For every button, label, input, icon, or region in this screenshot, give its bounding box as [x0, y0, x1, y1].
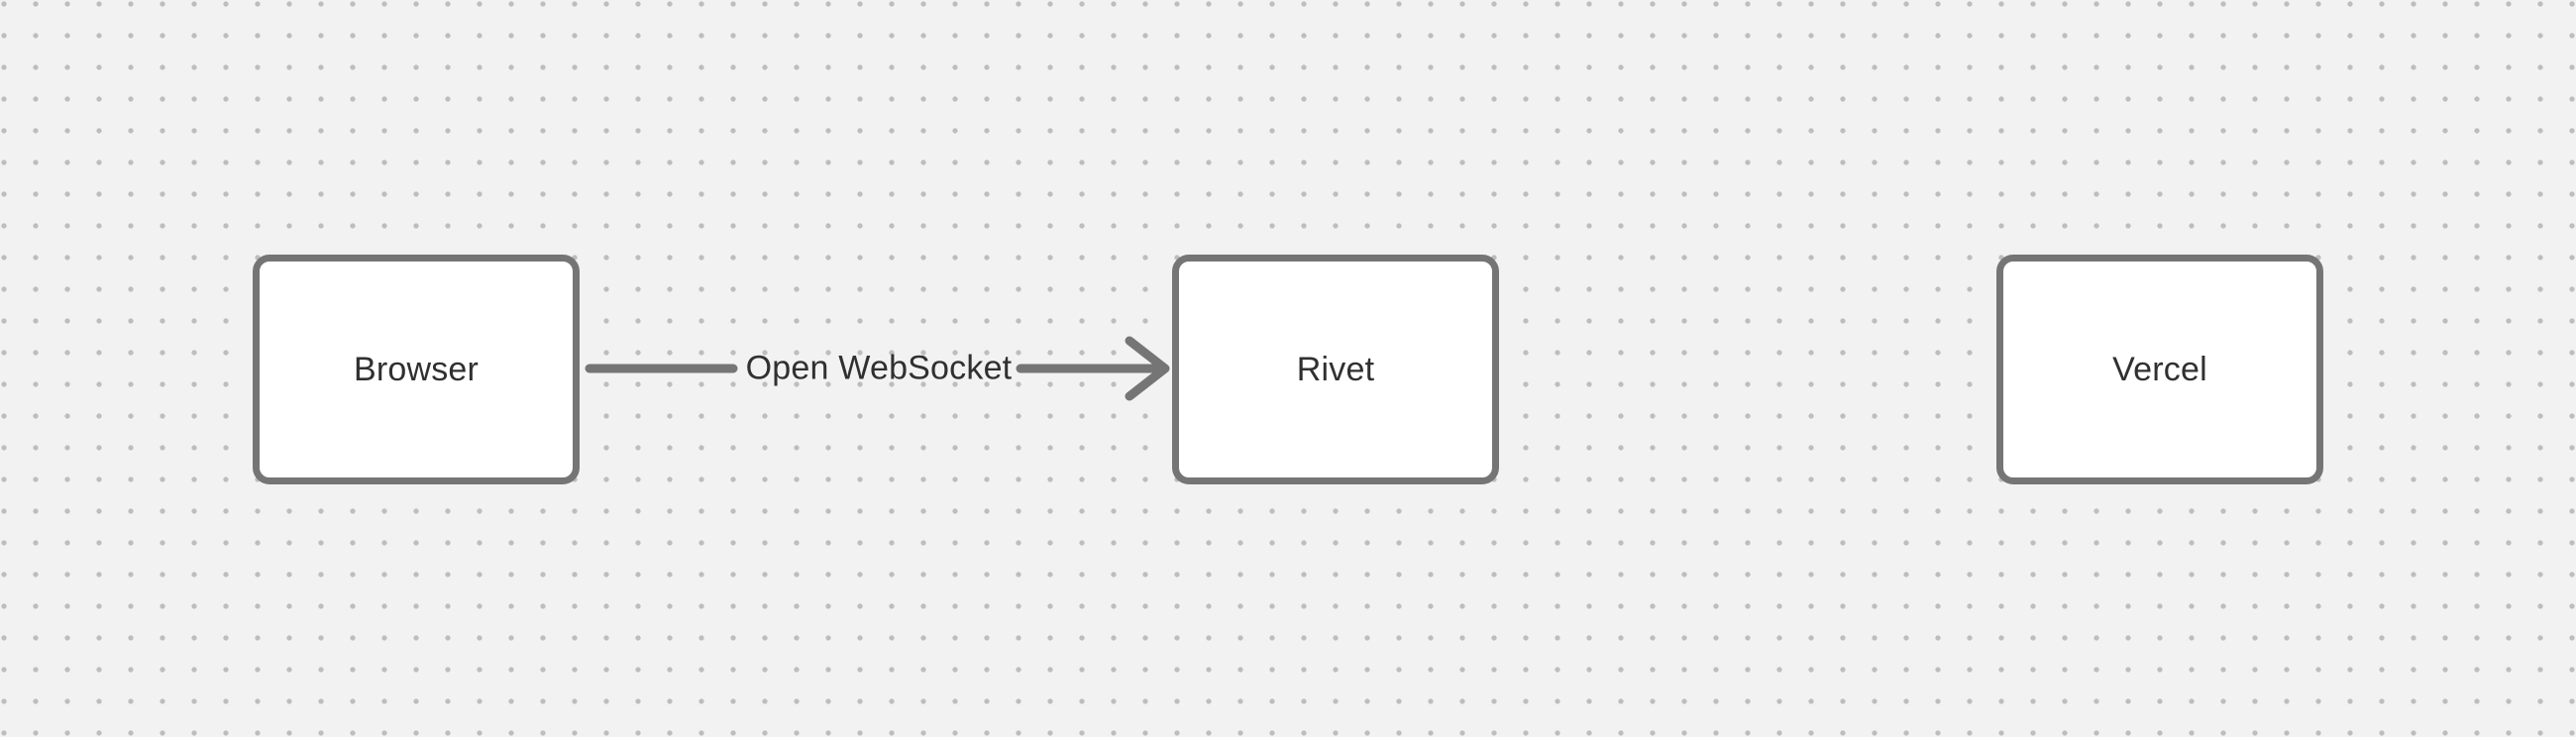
node-vercel-label: Vercel [2112, 350, 2207, 388]
node-rivet[interactable]: Rivet [1172, 255, 1499, 484]
edge-label-open-websocket[interactable]: Open WebSocket [745, 349, 1013, 387]
arrowhead-chevron-icon [1125, 336, 1170, 401]
node-vercel[interactable]: Vercel [1996, 255, 2323, 484]
node-rivet-label: Rivet [1296, 350, 1375, 388]
node-browser-label: Browser [353, 350, 480, 388]
node-browser[interactable]: Browser [253, 255, 580, 484]
